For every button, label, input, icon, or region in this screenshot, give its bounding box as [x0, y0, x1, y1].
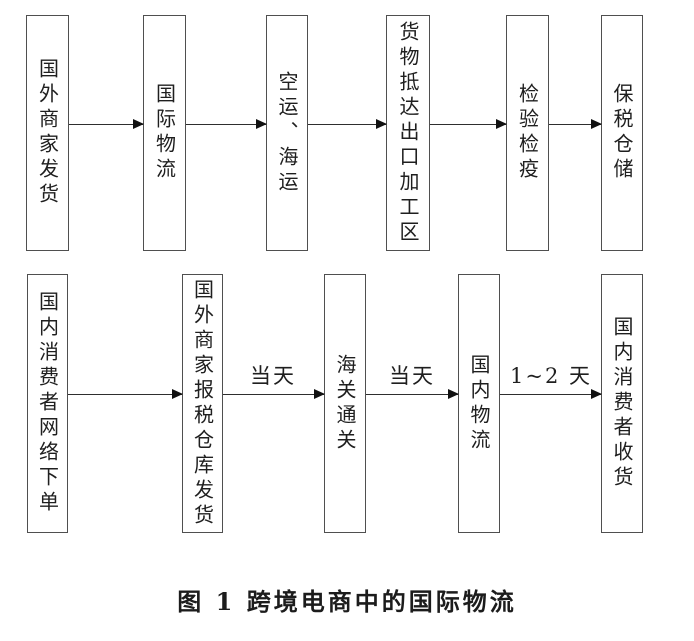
box-foreign-merchant-ship: 国外商家发货	[26, 15, 69, 251]
arrow-label-same-day: 当天	[250, 364, 296, 388]
box-arrive-export-zone: 货物抵达出口加工区	[386, 15, 430, 251]
arrow-label-same-day: 当天	[389, 364, 435, 388]
arrow-icon	[308, 118, 387, 129]
box-label: 国际物流	[152, 83, 177, 183]
arrow-icon	[500, 388, 602, 399]
box-consumer-online-order: 国内消费者网络下单	[27, 274, 68, 533]
box-merchant-tax-warehouse-ship: 国外商家报税仓库发货	[182, 274, 223, 533]
arrow-icon	[68, 388, 183, 399]
arrow-label-one-two-days: 1~2 天	[510, 364, 592, 388]
box-label: 保税仓储	[610, 83, 634, 183]
box-label: 空运、海运	[275, 70, 299, 196]
box-label: 货物抵达出口加工区	[396, 20, 420, 246]
box-label: 国外商家报税仓库发货	[190, 278, 215, 529]
box-consumer-receive-goods: 国内消费者收货	[601, 274, 643, 533]
box-label: 国内物流	[467, 353, 491, 454]
box-label: 国外商家发货	[35, 58, 60, 208]
figure-caption: 图 1 跨境电商中的国际物流	[177, 587, 517, 616]
box-air-sea-transport: 空运、海运	[266, 15, 308, 251]
box-inspection-quarantine: 检验检疫	[506, 15, 549, 251]
box-international-logistics: 国际物流	[143, 15, 186, 251]
box-bonded-warehousing: 保税仓储	[601, 15, 643, 251]
arrow-icon	[430, 118, 507, 129]
arrow-icon	[223, 388, 325, 399]
box-customs-clearance: 海关通关	[324, 274, 366, 533]
arrow-icon	[366, 388, 459, 399]
box-label: 海关通关	[333, 353, 357, 454]
box-label: 国内消费者收货	[610, 316, 634, 491]
arrow-icon	[186, 118, 267, 129]
box-domestic-logistics: 国内物流	[458, 274, 500, 533]
box-label: 检验检疫	[515, 83, 540, 183]
arrow-icon	[69, 118, 144, 129]
box-label: 国内消费者网络下单	[35, 291, 60, 516]
arrow-icon	[549, 118, 602, 129]
